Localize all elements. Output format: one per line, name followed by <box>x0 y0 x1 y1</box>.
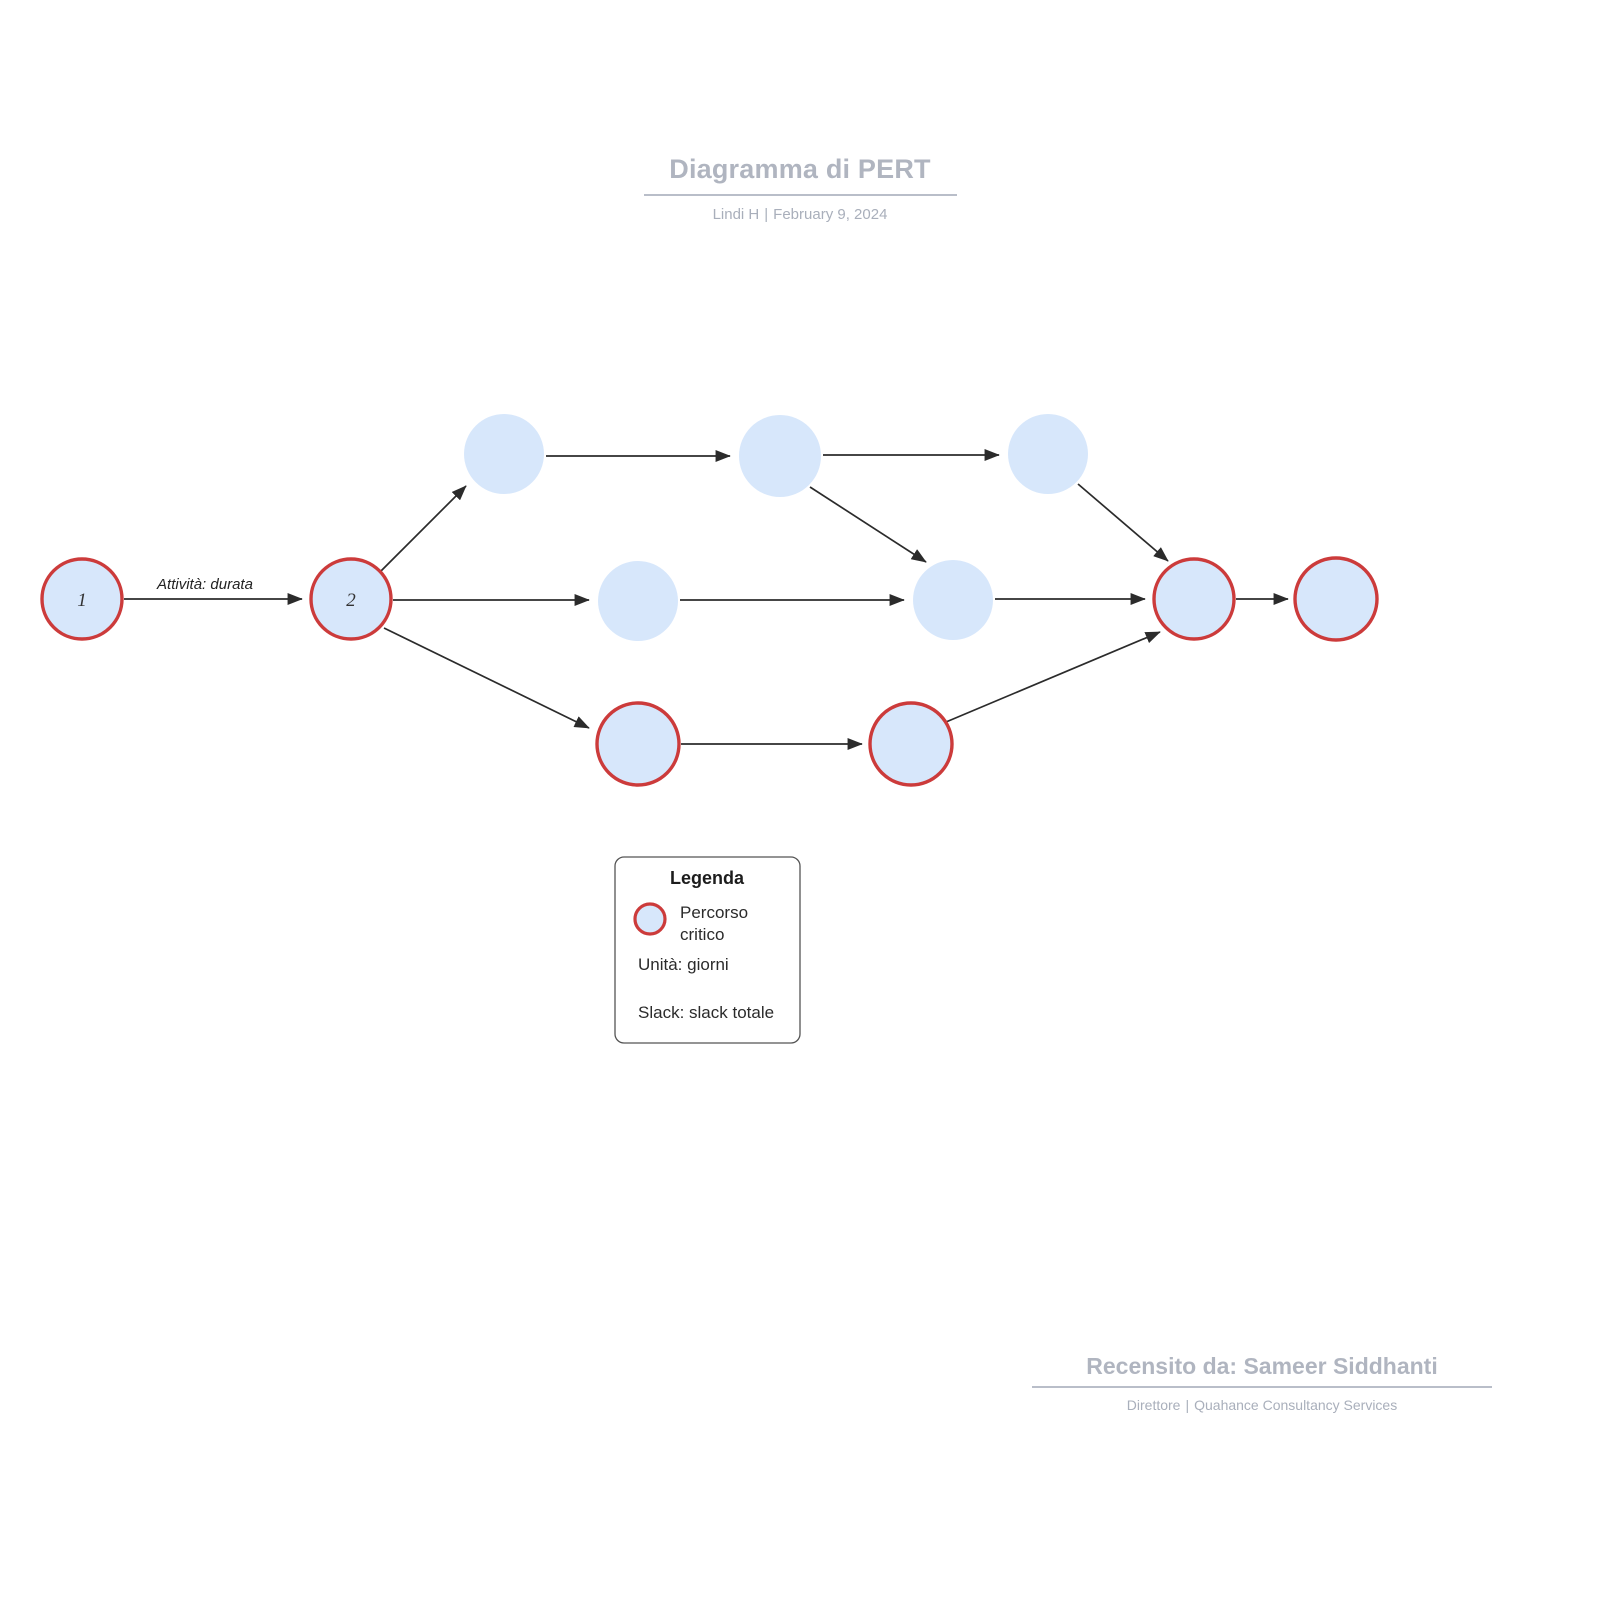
legend-background <box>614 856 801 1044</box>
edge-n4-n7 <box>809 486 927 563</box>
node-5-circle[interactable] <box>1008 414 1088 494</box>
node-2[interactable]: 2 <box>309 557 393 641</box>
edge-n2-n3 <box>380 485 467 572</box>
reviewer-name: Recensito da: Sameer Siddhanti <box>1086 1353 1438 1379</box>
title-divider <box>643 194 957 196</box>
node-8[interactable] <box>1152 557 1236 641</box>
reviewer-company: Quahance Consultancy Services <box>1194 1397 1398 1413</box>
legend-box: Legenda Percorso critico Unità: giorni S… <box>614 856 801 1044</box>
node-5[interactable] <box>1008 414 1088 494</box>
document-footer: Recensito da: Sameer Siddhanti Direttore… <box>1032 1351 1492 1414</box>
node-1-circle[interactable] <box>40 557 124 641</box>
page-title: Diagramma di PERT <box>669 154 931 184</box>
legend-title: Legenda <box>670 868 745 888</box>
node-1-label: 1 <box>77 590 87 611</box>
node-10[interactable] <box>595 701 681 787</box>
node-11[interactable] <box>868 701 954 787</box>
footer-separator: | <box>1185 1397 1190 1413</box>
document-subtitle: Lindi H|February 9, 2024 <box>0 205 1600 224</box>
node-9[interactable] <box>1293 556 1379 642</box>
author-name: Lindi H <box>712 206 760 223</box>
node-6-circle[interactable] <box>598 561 678 641</box>
node-3-circle[interactable] <box>464 414 544 494</box>
node-11-circle[interactable] <box>868 701 954 787</box>
edge-n5-n8 <box>1077 483 1169 562</box>
node-10-circle[interactable] <box>595 701 681 787</box>
document-header: Diagramma di PERT Lindi H|February 9, 20… <box>0 152 1600 224</box>
edge-n11-n8 <box>945 631 1161 723</box>
legend-units-label: Unità: giorni <box>638 955 729 974</box>
reviewer-role-company: Direttore|Quahance Consultancy Services <box>1032 1396 1492 1414</box>
legend-critical-path-label-line2: critico <box>680 925 724 944</box>
document-date: February 9, 2024 <box>773 206 888 223</box>
node-8-circle[interactable] <box>1152 557 1236 641</box>
nodes-layer: 1 2 <box>40 414 1379 787</box>
legend-critical-path-label-line1: Percorso <box>680 903 748 922</box>
node-7-circle[interactable] <box>913 560 993 640</box>
footer-divider <box>1032 1386 1492 1388</box>
subtitle-separator: | <box>764 206 769 223</box>
node-1[interactable]: 1 <box>40 557 124 641</box>
node-2-circle[interactable] <box>309 557 393 641</box>
node-3[interactable] <box>464 414 544 494</box>
node-4[interactable] <box>739 415 821 497</box>
node-6[interactable] <box>598 561 678 641</box>
legend-critical-path-swatch-icon <box>633 902 667 936</box>
legend-slack-label: Slack: slack totale <box>638 1003 774 1022</box>
edge-label-activity-duration: Attività: durata <box>156 576 253 593</box>
node-7[interactable] <box>913 560 993 640</box>
node-9-circle[interactable] <box>1293 556 1379 642</box>
edges-layer <box>124 449 1289 750</box>
node-4-circle[interactable] <box>739 415 821 497</box>
node-2-label: 2 <box>346 590 356 611</box>
reviewer-role: Direttore <box>1126 1397 1181 1413</box>
edge-n2-n10 <box>383 627 590 729</box>
